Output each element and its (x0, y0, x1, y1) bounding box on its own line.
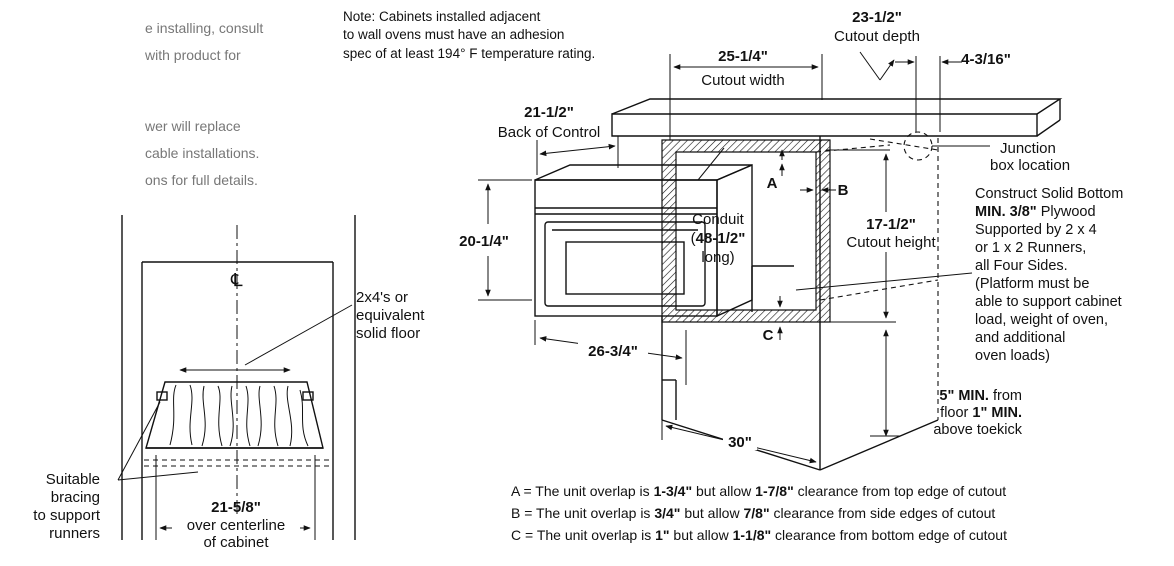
construct-line-2-bold: MIN. 3/8" (975, 204, 1037, 220)
floor-line-1-rest: from (989, 388, 1022, 404)
cutout-depth-label: Cutout depth (834, 28, 920, 45)
legend-a: A = The unit overlap is 1-3/4" but allow… (511, 483, 1006, 499)
bracing-label-3: to support (33, 507, 101, 524)
legend-b-mid: but allow (680, 505, 743, 521)
bracing-label-2: bracing (51, 489, 100, 506)
legend-a-prefix: A = The unit overlap is (511, 483, 654, 499)
floor-note: 5" MIN. from floor 1" MIN. above toekick (933, 388, 1022, 438)
construct-line-2-rest: Plywood (1037, 204, 1096, 220)
conduit-label-open: ( (691, 230, 696, 247)
construct-line-7: able to support cabinet (975, 294, 1122, 310)
legend-a-suffix: clearance from top edge of cutout (794, 483, 1007, 499)
legend-b: B = The unit overlap is 3/4" but allow 7… (511, 505, 995, 521)
legend-b-overlap: 3/4" (654, 505, 680, 521)
marker-a: A (767, 175, 778, 192)
marker-b: B (838, 182, 849, 199)
legend-c-mid: but allow (670, 527, 733, 543)
dimensions: 25-1/4" Cutout width 23-1/2" Cutout dept… (459, 9, 1011, 470)
intro-line-1: e installing, consult (145, 20, 263, 36)
floor-label-1: 2x4's or (356, 289, 408, 306)
labels: Junction box location Conduit (48-1/2" l… (691, 140, 1070, 344)
junction-label-2: box location (990, 157, 1070, 174)
back-control-value: 21-1/2" (524, 104, 574, 121)
legend-c-overlap: 1" (655, 527, 669, 543)
bracing-label-4: runners (49, 525, 100, 542)
marker-c: C (763, 327, 774, 344)
conduit-leader (697, 147, 725, 181)
cutout-width-label: Cutout width (701, 72, 784, 89)
left-width-caption-1: over centerline (187, 517, 285, 534)
oven-depth-value: 26-3/4" (588, 343, 638, 360)
legend-a-mid: but allow (692, 483, 755, 499)
wall-oven (534, 163, 753, 318)
legend-c-clearance: 1-1/8" (733, 527, 772, 543)
cutout-height-value: 17-1/2" (866, 216, 916, 233)
side-gap-value: 4-3/16" (961, 51, 1011, 68)
floor-line-1-bold: 5" MIN. (939, 388, 989, 404)
cutout-height-label: Cutout height (846, 234, 936, 251)
legend-b-prefix: B = The unit overlap is (511, 505, 654, 521)
construct-line-10: oven loads) (975, 348, 1050, 364)
construct-line-2: MIN. 3/8" Plywood (975, 204, 1096, 220)
floor-line-2-bold: 1" MIN. (972, 405, 1022, 421)
construct-line-1: Construct Solid Bottom (975, 186, 1123, 202)
conduit-label-3: long) (701, 249, 734, 266)
construct-line-5: all Four Sides. (975, 258, 1068, 274)
cutout-depth-value: 23-1/2" (852, 9, 902, 26)
junction-label-1: Junction (1000, 140, 1056, 157)
construct-line-3: Supported by 2 x 4 (975, 222, 1097, 238)
wood-floor (144, 381, 330, 467)
intro-line-2: with product for (144, 47, 241, 63)
floor-line-1: 5" MIN. from (939, 388, 1022, 404)
intro-text: e installing, consult with product for w… (144, 20, 263, 188)
note: Note: Cabinets installed adjacent to wal… (343, 9, 595, 61)
legend-a-clearance: 1-7/8" (755, 483, 794, 499)
cabinet-front-view: ℄ 2x4's or equivalent solid floor (33, 215, 425, 551)
cutout-width-value: 25-1/4" (718, 48, 768, 65)
bracing-label-1: Suitable (46, 471, 100, 488)
legend-c-prefix: C = The unit overlap is (511, 527, 655, 543)
oven-height-value: 20-1/4" (459, 233, 509, 250)
floor-line-2-a: floor (940, 405, 972, 421)
back-control-label: Back of Control (498, 124, 601, 141)
centerline-symbol: ℄ (230, 270, 243, 290)
construct-note: Construct Solid Bottom MIN. 3/8" Plywood… (975, 186, 1123, 364)
note-line-3: spec of at least 194° F temperature rati… (343, 46, 595, 61)
construct-line-4: or 1 x 2 Runners, (975, 240, 1086, 256)
legend: A = The unit overlap is 1-3/4" but allow… (511, 483, 1007, 543)
legend-a-overlap: 1-3/4" (654, 483, 693, 499)
intro-line-4: cable installations. (145, 145, 259, 161)
legend-b-suffix: clearance from side edges of cutout (770, 505, 996, 521)
conduit-label-1: Conduit (692, 211, 745, 228)
floor-line-3: above toekick (933, 422, 1022, 438)
construct-line-6: (Platform must be (975, 276, 1089, 292)
floor-label-3: solid floor (356, 325, 420, 342)
intro-line-3: wer will replace (144, 118, 241, 134)
construct-line-9: and additional (975, 330, 1065, 346)
construct-line-8: load, weight of oven, (975, 312, 1108, 328)
legend-c: C = The unit overlap is 1" but allow 1-1… (511, 527, 1007, 543)
legend-c-suffix: clearance from bottom edge of cutout (771, 527, 1007, 543)
left-width-caption-2: of cabinet (203, 534, 269, 551)
left-width-dim: 21-5/8" (211, 499, 261, 516)
legend-b-clearance: 7/8" (743, 505, 769, 521)
construct-leader (795, 272, 973, 291)
floor-line-2: floor 1" MIN. (940, 405, 1022, 421)
cabinet-width-value: 30" (728, 434, 752, 451)
intro-line-5: ons for full details. (145, 172, 258, 188)
floor-label-2: equivalent (356, 307, 425, 324)
note-line-1: Note: Cabinets installed adjacent (343, 9, 541, 24)
conduit-label-2: (48-1/2" (691, 230, 746, 247)
conduit-label-length: 48-1/2" (696, 230, 746, 247)
note-line-2: to wall ovens must have an adhesion (343, 27, 564, 42)
